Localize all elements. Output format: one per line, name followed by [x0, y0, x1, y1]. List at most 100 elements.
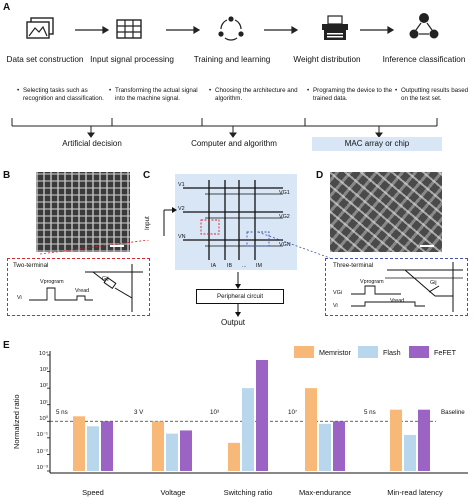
ytick-label: 10⁻³: [36, 465, 48, 471]
group-artificial-decision: Artificial decision: [62, 139, 122, 148]
group-computer-algorithm: Computer and algorithm: [191, 139, 277, 148]
bar-flash-3: [319, 423, 331, 471]
network-people-icon: [409, 13, 439, 39]
panel-label-d: D: [316, 170, 324, 181]
annotation-endurance: 10⁷: [288, 409, 298, 416]
bar-memristor-2: [228, 442, 240, 471]
legend-swatch-fefet: [409, 346, 429, 358]
annotation-latency: 5 ns: [364, 409, 376, 416]
step-desc-1: •Selecting tasks such as recognition and…: [17, 87, 104, 102]
ytick-label: 10⁰: [39, 416, 48, 422]
legend-swatch-flash: [358, 346, 378, 358]
legend-label-flash: Flash: [383, 348, 401, 357]
bar-memristor-0: [73, 416, 85, 471]
step-desc-3: •Choosing the architecture and algorithm…: [209, 87, 298, 102]
two-terminal-g: Gij: [102, 276, 109, 282]
input-arrow: [163, 207, 177, 236]
three-terminal-vprogram: Vprogram: [360, 279, 384, 285]
bar-flash-0: [87, 426, 99, 471]
baseline-label: Baseline: [441, 409, 465, 416]
ytick-label: 10²: [39, 383, 48, 389]
gate-label-vgn: VGN: [279, 242, 291, 248]
category-label-endurance: Max-endurance: [298, 488, 352, 497]
step-title-inference: Inference classification: [382, 55, 466, 64]
row-label-v1: V1: [178, 182, 185, 188]
col-label-ib: IB: [227, 263, 233, 269]
table-grid-icon: [116, 19, 142, 39]
two-terminal-vi: Vi: [17, 295, 22, 301]
row-label-vn: VN: [178, 234, 186, 240]
scale-bar: [110, 245, 124, 247]
bar-fefet-3: [333, 421, 345, 471]
bar-memristor-3: [305, 388, 317, 471]
bar-fefet-2: [256, 359, 268, 471]
crossbar-output-label: Output: [221, 318, 246, 327]
three-terminal-vgi: VGi: [333, 290, 342, 296]
images-icon: [26, 17, 54, 39]
scale-bar: [420, 245, 434, 247]
ytick-label: 10¹: [39, 400, 48, 406]
crossbar-background: [175, 174, 297, 270]
three-terminal-vi: Vi: [333, 303, 338, 309]
legend-label-fefet: FeFET: [434, 348, 456, 357]
step-title-weight: Weight distribution: [293, 55, 361, 64]
annotation-switching: 10³: [210, 409, 219, 416]
three-terminal-micrograph: [330, 172, 442, 252]
two-terminal-schematic: [29, 264, 143, 312]
panel-b-connectors: [39, 240, 152, 255]
two-terminal-vread: Vread: [75, 288, 90, 294]
step-desc-4: •Programing the device to the trained da…: [307, 87, 393, 102]
panel-label-a: A: [3, 2, 11, 13]
two-terminal-vprogram: Vprogram: [40, 279, 64, 285]
step-desc-5: •Outputting results based on the test se…: [395, 87, 469, 102]
panel-d-connectors: [257, 231, 331, 259]
typewriter-icon: [322, 15, 348, 40]
peripheral-circuit-box: Peripheral circuit: [196, 289, 284, 304]
bar-flash-1: [166, 433, 178, 471]
bar-fefet-1: [180, 430, 192, 471]
ytick-label: 10⁻²: [36, 449, 48, 455]
category-label-voltage: Voltage: [160, 488, 186, 497]
bar-flash-4: [404, 434, 416, 471]
col-label-ellipsis: ...: [242, 263, 247, 269]
category-label-latency: Min-read latency: [387, 488, 443, 497]
row-label-v2: V2: [178, 206, 185, 212]
two-terminal-title: Two-terminal: [13, 262, 49, 269]
step-title-data-set: Data set construction: [6, 55, 84, 64]
three-terminal-schematic: [351, 262, 463, 312]
annotation-speed: 5 ns: [56, 409, 68, 416]
panel-label-b: B: [3, 170, 11, 181]
col-label-ia: IA: [211, 263, 217, 269]
ratio-bar-chart: [47, 351, 468, 474]
category-label-switching: Switching ratio: [223, 488, 273, 497]
pipeline-icons: [11, 13, 439, 138]
crossbar-output-arrows: [235, 272, 241, 317]
three-terminal-g: Gij: [430, 280, 437, 286]
panel-label-e: E: [3, 340, 10, 351]
ytick-label: 10⁻¹: [36, 432, 48, 438]
bar-fefet-0: [101, 421, 113, 471]
bar-memristor-4: [390, 409, 402, 471]
legend-label-memristor: Memristor: [319, 348, 351, 357]
three-terminal-vread: Vread: [390, 298, 405, 304]
cycle-arrows-icon: [218, 16, 244, 41]
category-label-speed: Speed: [82, 488, 104, 497]
crossbar-array: [183, 180, 283, 260]
annotation-voltage: 3 V: [134, 409, 144, 416]
gate-label-vg1: VG1: [279, 190, 290, 196]
col-label-im: IM: [256, 263, 262, 269]
ytick-label: 10⁴: [39, 351, 48, 357]
group-mac-array: MAC array or chip: [312, 137, 442, 151]
legend-swatch-memristor: [294, 346, 314, 358]
two-terminal-box: [7, 258, 150, 316]
three-terminal-title: Three-terminal: [333, 262, 374, 269]
bar-fefet-4: [418, 409, 430, 471]
two-terminal-micrograph: [36, 172, 130, 252]
bar-flash-2: [242, 388, 254, 471]
bar-memristor-1: [152, 421, 164, 471]
step-desc-2: •Transforming the actual signal into the…: [109, 87, 198, 102]
gate-label-vg2: VG2: [279, 214, 290, 220]
ytick-label: 10³: [39, 367, 48, 373]
step-title-input-signal: Input signal processing: [90, 55, 174, 64]
panel-label-c: C: [143, 170, 151, 181]
